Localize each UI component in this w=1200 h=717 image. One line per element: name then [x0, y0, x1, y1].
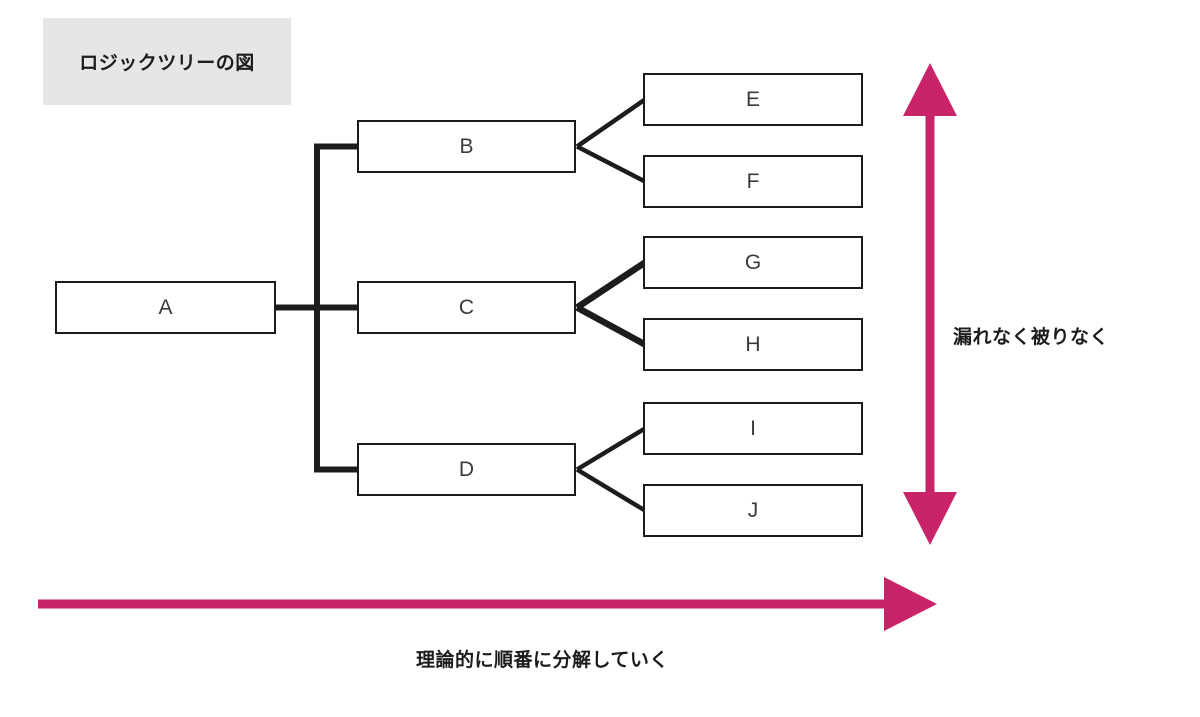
vertical-arrow-label: 漏れなく被りなく [953, 327, 1110, 348]
tree-node-label: I [750, 417, 756, 440]
connector-b-to-e [575, 97, 647, 149]
tree-node-label: B [459, 135, 474, 158]
tree-node-f[interactable]: F [643, 155, 863, 208]
tree-node-b[interactable]: B [357, 120, 576, 173]
tree-node-e[interactable]: E [643, 73, 863, 126]
vertical-double-arrow-icon [903, 63, 957, 545]
connector-c-to-g [575, 259, 647, 311]
tree-node-g[interactable]: G [643, 236, 863, 289]
tree-node-h[interactable]: H [643, 318, 863, 371]
tree-node-label: H [745, 333, 761, 356]
tree-node-label: F [746, 170, 760, 193]
tree-node-i[interactable]: I [643, 402, 863, 455]
tree-node-d[interactable]: D [357, 443, 576, 496]
diagram-title-chip: ロジックツリーの図 [43, 18, 291, 105]
horizontal-right-arrow-icon [38, 577, 937, 631]
tree-node-label: J [747, 499, 759, 522]
tree-node-label: C [458, 296, 475, 319]
tree-node-a[interactable]: A [55, 281, 276, 334]
tree-node-label: E [745, 88, 760, 111]
tree-node-label: G [744, 251, 762, 274]
page-title: ロジックツリーの図 [79, 53, 255, 74]
tree-node-j[interactable]: J [643, 484, 863, 537]
tree-node-label: A [158, 296, 173, 319]
connector-b-to-f [575, 144, 647, 184]
tree-node-label: D [458, 458, 475, 481]
horizontal-arrow-label: 理論的に順番に分解していく [416, 650, 669, 671]
connector-d-to-j [575, 467, 647, 513]
connector-c-to-h [575, 304, 647, 348]
connector-d-to-i [575, 426, 647, 472]
tree-node-c[interactable]: C [357, 281, 576, 334]
